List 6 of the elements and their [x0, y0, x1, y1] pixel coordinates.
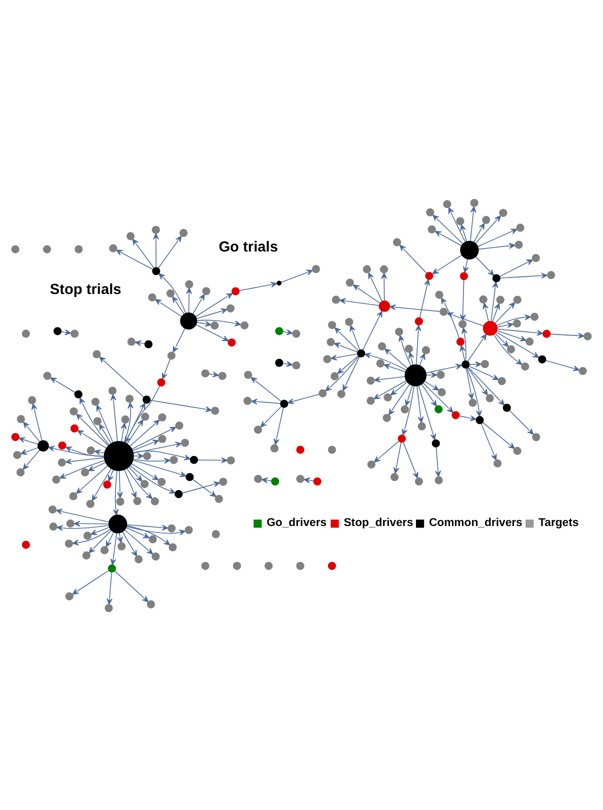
label: Stop trials — [50, 281, 122, 298]
label: Go trials — [218, 239, 278, 256]
legend-label: Common_drivers — [428, 516, 522, 528]
legend-label: Go_drivers — [266, 516, 327, 528]
legend-label: Targets — [538, 516, 579, 528]
legend-label: Stop_drivers — [344, 516, 414, 528]
